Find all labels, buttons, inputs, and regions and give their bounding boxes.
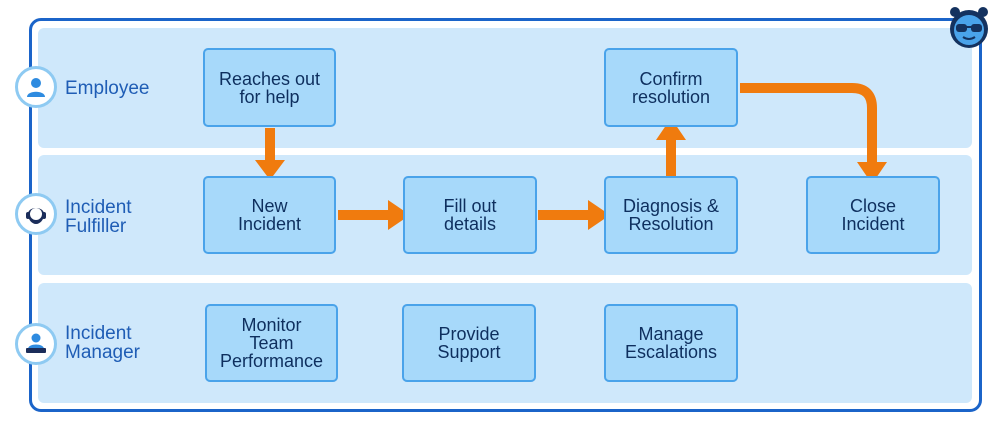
step-monitor-team-performance[interactable]: Monitor Team Performance (205, 304, 338, 382)
role-label-incident-fulfiller: Incident Fulfiller (65, 197, 132, 237)
arrowhead-newincident (255, 160, 285, 180)
mascot-logo-icon (946, 4, 992, 50)
step-diagnosis-resolution[interactable]: Diagnosis & Resolution (604, 176, 738, 254)
role-label-employee: Employee (65, 78, 150, 99)
step-reaches-out[interactable]: Reaches out for help (203, 48, 336, 127)
arrowhead-confirm (656, 118, 686, 140)
person-icon (15, 66, 57, 108)
step-close-incident[interactable]: Close Incident (806, 176, 940, 254)
arrow-confirm-to-close (740, 83, 877, 164)
step-fill-out-details[interactable]: Fill out details (403, 176, 537, 254)
arrowhead-fillout (388, 200, 410, 230)
step-provide-support[interactable]: Provide Support (402, 304, 536, 382)
arrow-reachout-to-newincident (265, 128, 275, 162)
step-confirm-resolution[interactable]: Confirm resolution (604, 48, 738, 127)
arrow-fillout-to-diagnosis (538, 210, 590, 220)
headset-agent-icon (15, 193, 57, 235)
step-new-incident[interactable]: New Incident (203, 176, 336, 254)
step-manage-escalations[interactable]: Manage Escalations (604, 304, 738, 382)
manager-laptop-icon (15, 323, 57, 365)
arrowhead-close (857, 162, 887, 184)
arrowhead-diagnosis (588, 200, 610, 230)
role-label-incident-manager: Incident Manager (65, 323, 140, 363)
arrow-newincident-to-fillout (338, 210, 390, 220)
arrow-diagnosis-to-confirm (666, 138, 676, 176)
